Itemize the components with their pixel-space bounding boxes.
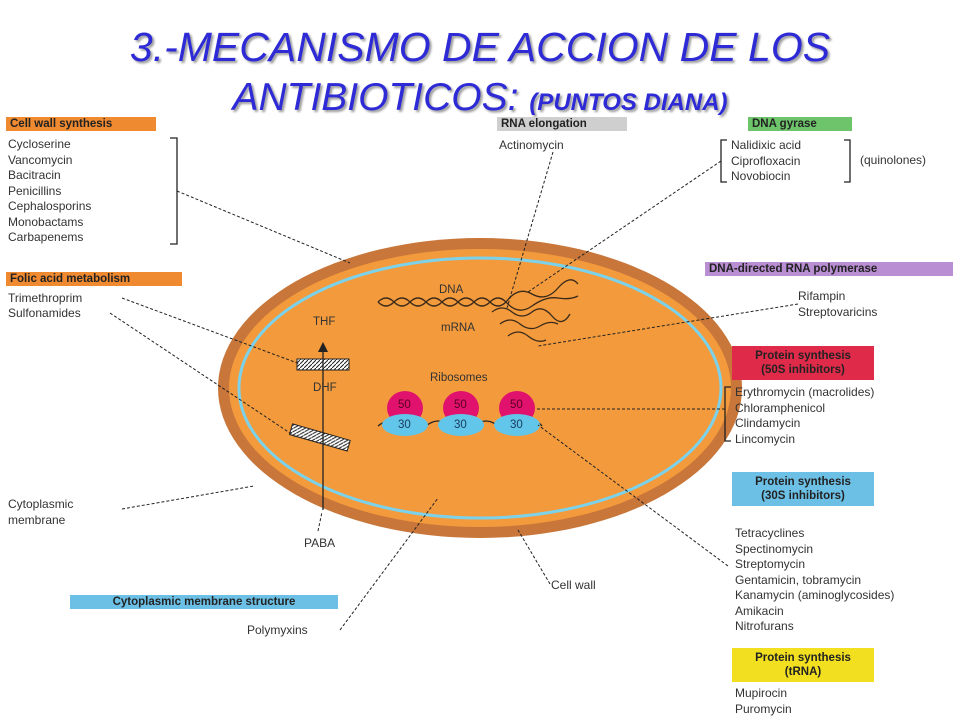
annotation-line: membrane bbox=[8, 512, 66, 527]
protein-trna-list: Mupirocin Puromycin bbox=[735, 686, 792, 717]
list-item: Nitrofurans bbox=[735, 619, 794, 633]
list-item: Cycloserine bbox=[8, 137, 71, 151]
cell-wall-synthesis-list: Cycloserine Vancomycin Bacitracin Penici… bbox=[8, 137, 91, 246]
dna-gyrase-header: DNA gyrase bbox=[748, 117, 852, 131]
quinolones-label: (quinolones) bbox=[860, 153, 927, 167]
list-item: Monobactams bbox=[8, 214, 84, 229]
sulfonamides-label: Sulfonamides bbox=[8, 306, 81, 320]
protein-30s-header: Protein synthesis (30S inhibitors) bbox=[732, 472, 874, 506]
paba-label: PABA bbox=[304, 536, 336, 550]
ribosome-2 bbox=[438, 391, 484, 436]
slide-title-line2: ANTIBIOTICOS: (PUNTOS DIANA) bbox=[0, 76, 960, 120]
ribosome-30s-label-1: 30 bbox=[398, 419, 411, 431]
list-item: Chloramphenicol bbox=[735, 400, 826, 415]
mrna-label: mRNA bbox=[441, 322, 475, 334]
rna-polymerase-list: Rifampin Streptovaricins bbox=[798, 289, 877, 320]
list-item: Streptomycin bbox=[735, 557, 806, 571]
sulfonamide-block bbox=[288, 423, 351, 452]
annotation-line: Cytoplasmic bbox=[8, 497, 74, 511]
slide-title-main: ANTIBIOTICOS: bbox=[232, 76, 530, 119]
protein-30s-header-line2: (30S inhibitors) bbox=[761, 490, 845, 502]
rna-elongation-header: RNA elongation bbox=[497, 117, 627, 131]
list-item: Cephalosporins bbox=[8, 199, 92, 213]
list-item: Lincomycin bbox=[735, 431, 796, 446]
ribosome-30s-label-2: 30 bbox=[454, 419, 467, 431]
cytoplasmic-membrane-annotation: Cytoplasmic membrane bbox=[8, 497, 73, 528]
ribosome-50s-label-2: 50 bbox=[454, 399, 467, 411]
thf-label: THF bbox=[313, 316, 336, 328]
polymyxins-label: Polymyxins bbox=[247, 623, 308, 637]
actinomycin-label: Actinomycin bbox=[499, 138, 564, 152]
ribosome-50s-label-1: 50 bbox=[398, 399, 411, 411]
list-item: Kanamycin (aminoglycosides) bbox=[735, 588, 895, 602]
dna-gyrase-list: Nalidixic acid Ciprofloxacin Novobiocin bbox=[731, 138, 801, 185]
ribosomes-label: Ribosomes bbox=[430, 372, 488, 384]
cytoplasm-shape bbox=[229, 249, 731, 527]
list-item: Erythromycin (macrolides) bbox=[735, 385, 875, 399]
cell-wall-synthesis-header: Cell wall synthesis bbox=[6, 117, 156, 131]
list-item: Novobiocin bbox=[731, 169, 791, 183]
leader-lines bbox=[109, 151, 799, 631]
list-item: Ciprofloxacin bbox=[731, 153, 801, 168]
cell-wall-annotation: Cell wall bbox=[551, 578, 596, 592]
ribosome-50s-label-3: 50 bbox=[510, 399, 523, 411]
list-item: Spectinomycin bbox=[735, 541, 814, 556]
ribosome-3 bbox=[494, 391, 540, 436]
list-item: Bacitracin bbox=[8, 168, 61, 182]
rna-polymerase-header: DNA-directed RNA polymerase bbox=[705, 262, 953, 276]
list-item: Nalidixic acid bbox=[731, 138, 802, 152]
list-item: Streptovaricins bbox=[798, 304, 878, 319]
protein-30s-list: Tetracyclines Spectinomycin Streptomycin… bbox=[735, 526, 894, 635]
slide-title-subtitle: (PUNTOS DIANA) bbox=[529, 89, 728, 116]
protein-trna-header-line2: (tRNA) bbox=[784, 666, 822, 678]
dna-helix bbox=[377, 279, 579, 311]
protein-50s-header-line2: (50S inhibitors) bbox=[761, 364, 845, 376]
list-item: Carbapenems bbox=[8, 230, 84, 244]
protein-trna-header-line1: Protein synthesis bbox=[755, 652, 851, 664]
ribosome-30s-label-3: 30 bbox=[510, 419, 523, 431]
list-item: Rifampin bbox=[798, 289, 846, 303]
list-item: Vancomycin bbox=[8, 152, 73, 167]
dhf-label: DHF bbox=[313, 382, 337, 394]
protein-50s-list: Erythromycin (macrolides) Chloramphenico… bbox=[735, 385, 874, 447]
cytoplasmic-membrane-shape bbox=[237, 256, 723, 520]
ribosomes bbox=[377, 391, 543, 436]
ribosome-1 bbox=[382, 391, 428, 436]
membrane-structure-header: Cytoplasmic membrane structure bbox=[70, 595, 338, 609]
list-item: Amikacin bbox=[735, 603, 784, 618]
protein-50s-header: Protein synthesis (50S inhibitors) bbox=[732, 346, 874, 380]
mrna-strands bbox=[491, 307, 571, 342]
list-item: Gentamicin, tobramycin bbox=[735, 572, 862, 587]
list-item: Mupirocin bbox=[735, 686, 788, 700]
list-item: Clindamycin bbox=[735, 416, 801, 430]
trimethoprim-label: Trimethroprim bbox=[8, 291, 83, 305]
protein-30s-header-line1: Protein synthesis bbox=[755, 476, 851, 488]
protein-trna-header: Protein synthesis (tRNA) bbox=[732, 648, 874, 682]
slide-title-line1: 3.-MECANISMO DE ACCION DE LOS bbox=[129, 24, 831, 70]
list-item: Penicillins bbox=[8, 183, 62, 198]
dna-label: DNA bbox=[439, 284, 464, 296]
list-item: Puromycin bbox=[735, 701, 792, 716]
list-item: Tetracyclines bbox=[735, 526, 805, 540]
folic-acid-header: Folic acid metabolism bbox=[6, 272, 182, 286]
protein-50s-header-line1: Protein synthesis bbox=[755, 350, 851, 362]
